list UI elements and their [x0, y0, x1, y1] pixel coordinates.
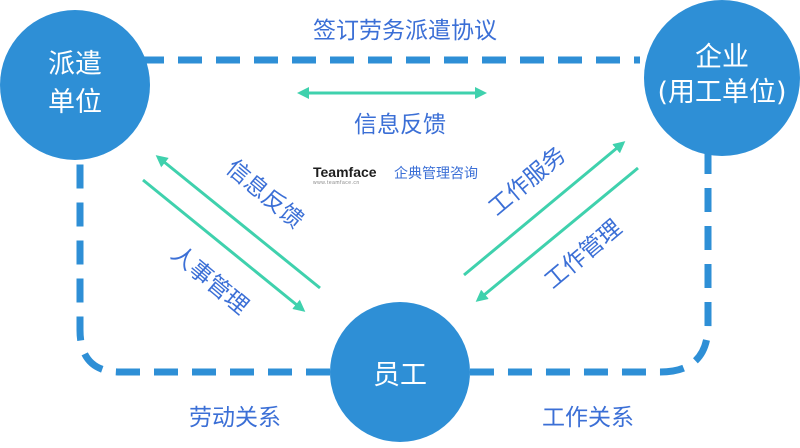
label-info-feedback-center: 信息反馈: [354, 112, 446, 138]
brand-name: Teamface: [313, 164, 377, 180]
arrow-info-feedback-to-dispatch: [155, 155, 321, 290]
teamface-logo: Teamface www.teamface.cn 企典管理咨询: [313, 164, 478, 186]
node-enterprise-line2: (用工单位): [657, 77, 786, 108]
dashed-relationship-border: [76, 56, 712, 376]
brand-tagline: 企典管理咨询: [394, 165, 478, 182]
node-employee: 员工: [330, 302, 470, 442]
arrow-work-service-to-enterprise: [463, 141, 626, 277]
label-labor-relationship: 劳动关系: [189, 405, 281, 431]
node-dispatch-unit: 派遣 单位: [0, 10, 150, 160]
label-work-relationship: 工作关系: [542, 405, 634, 431]
arrow-work-management-to-employee: [475, 166, 639, 302]
brand-url: www.teamface.cn: [313, 180, 360, 186]
label-info-feedback-left: 信息反馈: [221, 155, 308, 234]
node-enterprise: 企业 (用工单位): [644, 0, 800, 156]
node-dispatch-line2: 单位: [48, 87, 102, 118]
label-work-management: 工作管理: [540, 215, 627, 294]
node-employee-label: 员工: [373, 360, 427, 391]
label-hr-management: 人事管理: [166, 241, 253, 320]
arrow-hr-management-to-employee: [142, 178, 306, 312]
label-sign-agreement: 签订劳务派遣协议: [313, 18, 497, 44]
node-dispatch-line1: 派遣: [48, 49, 102, 80]
node-enterprise-line1: 企业: [695, 42, 749, 73]
label-work-service: 工作服务: [484, 142, 571, 221]
